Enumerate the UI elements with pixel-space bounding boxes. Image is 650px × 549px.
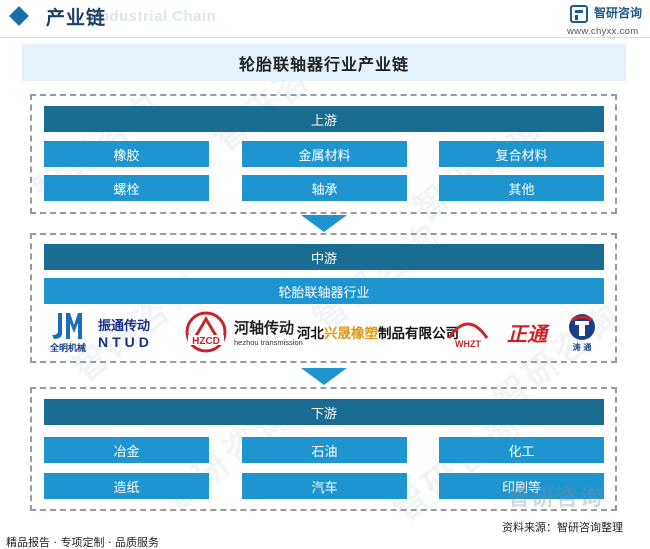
zhengtong-logo-icon: 正通 [507,321,547,346]
downstream-item: 化工 [439,437,604,463]
hzcd-logo-icon: HZCD [182,307,230,357]
svg-text:WHZT: WHZT [455,339,481,349]
header-diamond-icon [9,6,29,26]
upstream-item: 螺栓 [44,175,209,201]
footer-watermark: 智研咨询 [508,486,605,511]
quanming-logo-icon: 全明机械 [44,307,92,357]
flow-arrow-down-icon [301,368,347,385]
xingsheng-logo-icon: 河北兴晟橡塑制品有限公司 [297,326,459,342]
downstream-item: 印刷等 [439,473,604,499]
page-title: 产业链 [46,7,107,29]
footer-slogan: 精品报告 · 专项定制 · 品质服务 [6,536,159,549]
upstream-item: 其他 [439,175,604,201]
header-watermark: Industrial Chain [95,8,217,25]
downstream-item: 石油 [242,437,407,463]
downstream-header: 下游 [44,399,604,425]
flow-arrow-down-icon [301,215,347,232]
downstream-section [30,387,617,511]
downstream-item: 冶金 [44,437,209,463]
whzt-logo-icon: WHZT [444,307,492,357]
zhentong-logo-icon: 振通传动 NTUD [98,318,153,350]
diagram-title-band: 轮胎联轴器行业产业链 [22,44,626,81]
upstream-item: 轴承 [242,175,407,201]
midstream-header: 中游 [44,244,604,270]
upstream-section [30,94,617,214]
downstream-item: 造纸 [44,473,209,499]
zhiyan-logo-icon [570,5,588,23]
upstream-header: 上游 [44,106,604,132]
hezhou-logo-icon: 河轴传动 hezhou transmission [234,319,303,347]
source-note: 资料来源：智研咨询整理 [502,521,623,534]
svg-text:HZCD: HZCD [192,336,220,347]
tao-tong-logo-icon: 涛 通 [562,307,602,357]
upstream-item: 橡胶 [44,141,209,167]
upstream-item: 金属材料 [242,141,407,167]
brand-url[interactable]: www.chyxx.com [567,26,639,37]
midstream-industry: 轮胎联轴器行业 [44,278,604,304]
header-divider [0,37,650,38]
brand-name: 智研咨询 [594,6,643,20]
downstream-item: 汽车 [242,473,407,499]
diagram-title: 轮胎联轴器行业产业链 [238,54,409,74]
upstream-item: 复合材料 [439,141,604,167]
company-logos-row: 全明机械 振通传动 NTUD HZCD 河轴传动 hezhou transmis… [44,307,604,357]
midstream-section [30,233,617,363]
